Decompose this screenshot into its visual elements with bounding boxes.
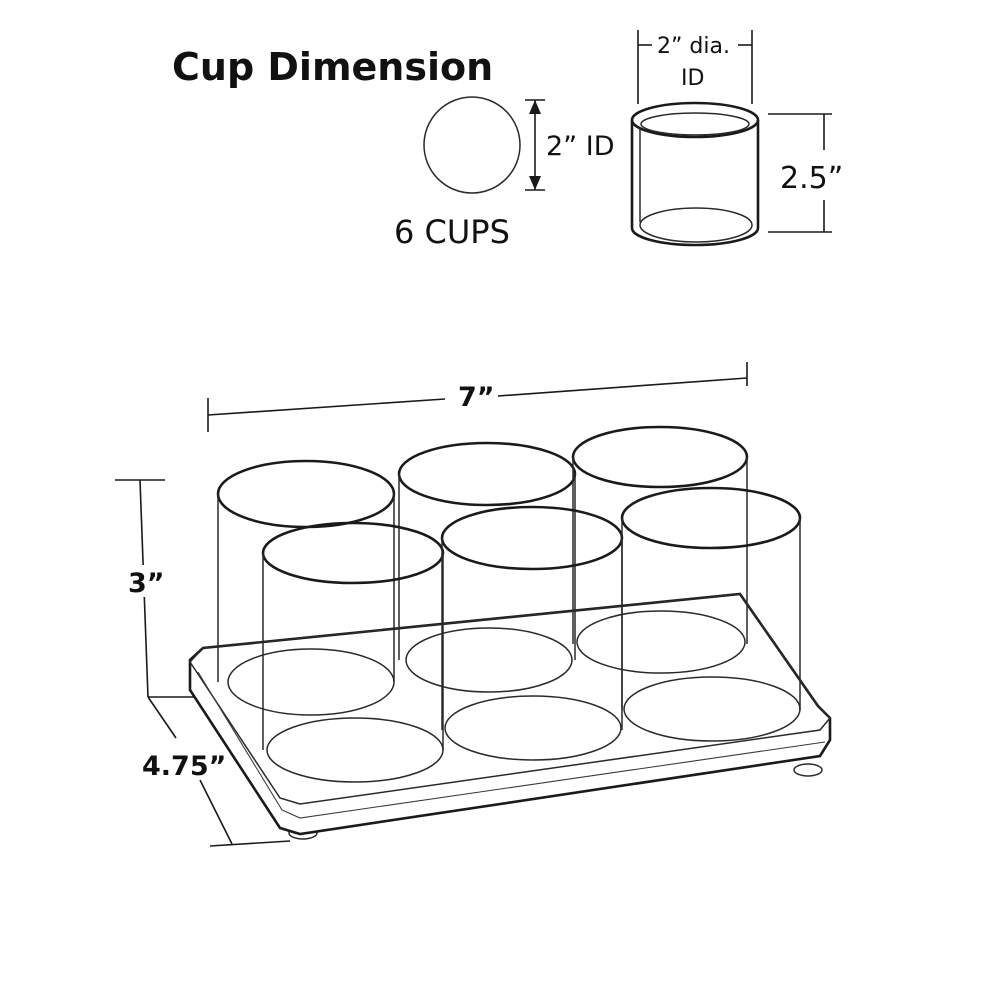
- cup-dia-label-id: ID: [681, 66, 704, 91]
- cup-top-circle: [423, 96, 521, 194]
- cup-count-label: 6 CUPS: [394, 213, 510, 251]
- diagram-title: Cup Dimension: [172, 45, 493, 89]
- cup-height-label: 2.5”: [780, 161, 843, 196]
- cup-front-right: [620, 486, 802, 742]
- cup-dia-label: 2” dia.: [657, 34, 730, 59]
- cup-side-view: 2” dia. ID 2.5”: [630, 30, 843, 247]
- tray-base: [188, 592, 832, 840]
- cup-back-middle: [397, 441, 577, 693]
- tray-depth-label: 4.75”: [142, 751, 226, 782]
- cup-front-left: [261, 521, 445, 783]
- cup-id-arrow: [525, 99, 545, 191]
- tray-depth-dimension: 4.75”: [142, 696, 291, 847]
- tray-width-label: 7”: [458, 382, 495, 413]
- cup-top-view: 2” ID: [423, 96, 615, 194]
- cup-id-label: 2” ID: [546, 131, 615, 162]
- tray-height-label: 3”: [128, 568, 165, 599]
- tray-height-dimension: 3”: [115, 479, 222, 698]
- tray-width-dimension: 7”: [207, 362, 748, 432]
- cup-back-right: [571, 425, 749, 674]
